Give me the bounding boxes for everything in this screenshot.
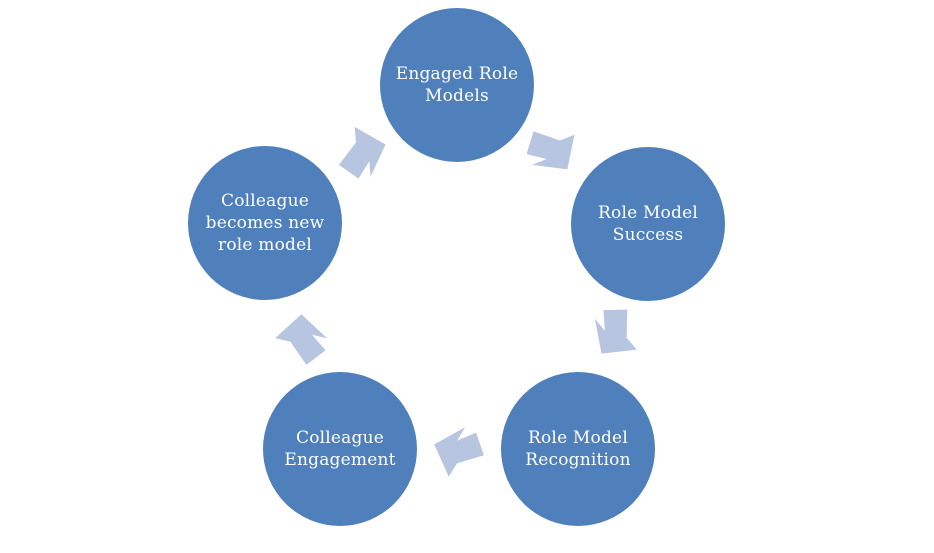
node-label-role-model-recognition: Role Model Recognition [525, 428, 631, 470]
node-label-role-model-success: Role Model Success [598, 203, 698, 245]
cycle-node-colleague-engagement: Colleague Engagement [263, 372, 417, 526]
cycle-node-engaged-role-models: Engaged Role Models [380, 8, 534, 162]
cycle-node-colleague-becomes-new-role-model: Colleague becomes new role model [188, 146, 342, 300]
node-label-colleague-engagement: Colleague Engagement [284, 428, 396, 470]
cycle-node-role-model-success: Role Model Success [571, 147, 725, 301]
cycle-arrow-right-to-bottom-right-icon [594, 309, 637, 354]
node-label-colleague-becomes-new-role-model: Colleague becomes new role model [205, 191, 325, 255]
cycle-arrow-top-to-right-icon [526, 131, 575, 170]
cycle-arrow-left-to-top-icon [338, 126, 386, 179]
node-label-engaged-role-models: Engaged Role Models [395, 64, 519, 106]
cycle-node-role-model-recognition: Role Model Recognition [501, 372, 655, 526]
cycle-arrow-bottom-right-to-bottom-left-icon [434, 427, 484, 477]
cycle-arrow-bottom-left-to-left-icon [275, 314, 328, 365]
